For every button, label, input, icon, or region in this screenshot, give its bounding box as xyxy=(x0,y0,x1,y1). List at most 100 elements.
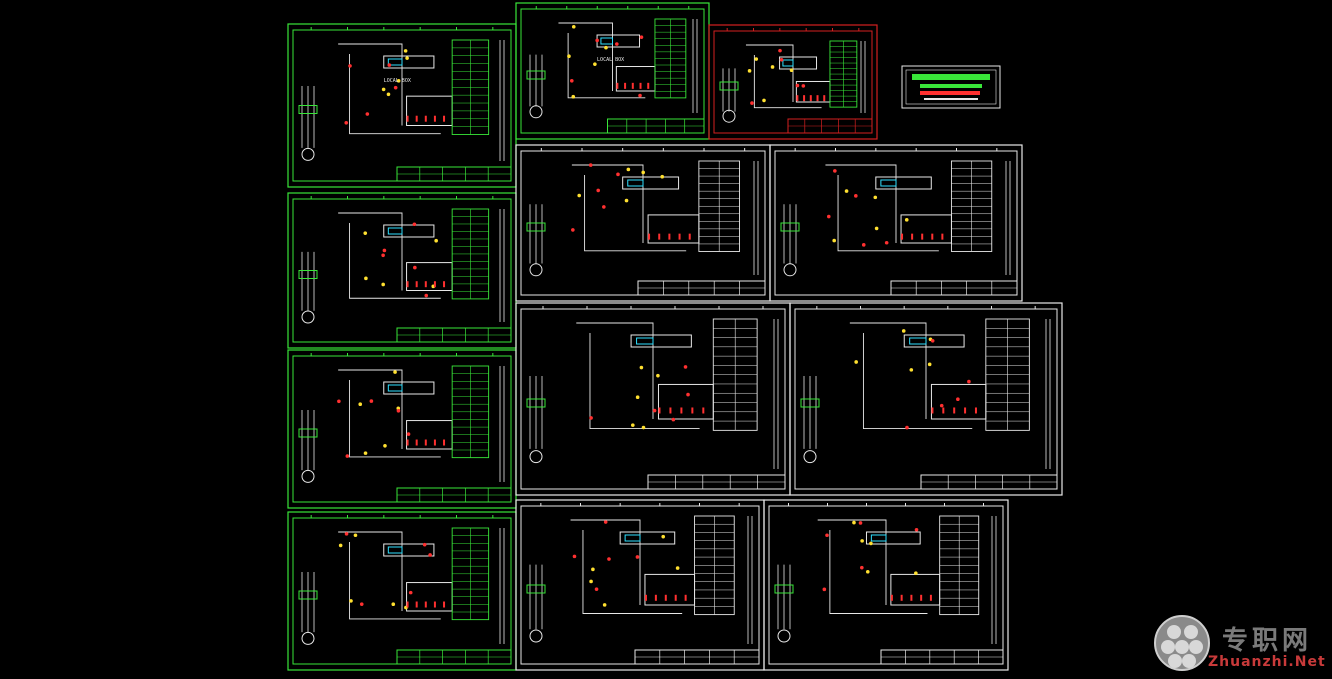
terminal-mark xyxy=(654,594,657,601)
contact-dot xyxy=(927,362,932,367)
relay-box xyxy=(865,531,921,545)
contact-dot xyxy=(914,528,919,532)
terminal-mark xyxy=(648,233,651,240)
terminal-mark xyxy=(644,594,647,601)
contact-dot xyxy=(349,599,353,603)
contact-dot xyxy=(569,79,574,83)
contact-dot xyxy=(826,214,831,219)
motor-symbol xyxy=(529,105,543,119)
module-box xyxy=(657,383,714,420)
contact-dot xyxy=(778,48,782,53)
contact-dot xyxy=(762,98,766,103)
contact-dot xyxy=(641,425,646,430)
control-wire xyxy=(558,22,613,91)
contact-dot xyxy=(874,226,879,231)
contact-dot xyxy=(338,543,343,548)
watermark-cn: 专职网 xyxy=(1222,626,1313,656)
sheet-outer-frame xyxy=(763,499,1009,671)
contact-dot xyxy=(904,218,909,222)
contact-dot xyxy=(671,417,676,422)
drawing-sheet xyxy=(515,144,771,302)
terminal-mark xyxy=(688,233,691,240)
contact-dot xyxy=(624,198,629,203)
contact-dot xyxy=(591,567,595,572)
module-box xyxy=(406,582,453,612)
contact-dot xyxy=(747,69,752,73)
contact-dot xyxy=(602,205,606,209)
contact-dot xyxy=(854,360,858,364)
contact-dot xyxy=(822,587,827,592)
contact-dot xyxy=(865,569,870,574)
watermark-en: Zhuanzhi.Net xyxy=(1208,654,1326,670)
control-wire xyxy=(837,175,939,252)
terminal-mark xyxy=(647,82,650,89)
contact-dot xyxy=(577,193,582,198)
terminal-mark xyxy=(406,115,409,122)
terminal-mark xyxy=(424,115,427,122)
contact-dot xyxy=(858,521,863,525)
relay-box xyxy=(383,543,435,557)
contact-dot xyxy=(914,571,918,575)
motor-symbol xyxy=(301,469,315,483)
contact-dot xyxy=(589,579,593,584)
contact-dot xyxy=(616,172,620,177)
breaker-symbol xyxy=(298,428,318,438)
terminal-mark xyxy=(406,439,409,446)
control-wire xyxy=(825,164,897,243)
contact-dot xyxy=(652,408,657,413)
terminal-mark xyxy=(796,95,799,102)
contact-dot xyxy=(795,83,800,88)
module-box xyxy=(890,573,941,606)
contact-dot xyxy=(434,238,438,243)
contact-dot xyxy=(428,553,432,557)
contact-dot xyxy=(860,565,864,570)
terminal-mark xyxy=(911,233,914,240)
terminal-mark xyxy=(900,594,903,601)
drawing-sheet xyxy=(287,192,517,349)
terminal-mark xyxy=(668,233,671,240)
terminal-mark xyxy=(901,233,904,240)
control-wire xyxy=(349,223,441,299)
watermark: 专职网 Zhuanzhi.Net xyxy=(1148,610,1332,679)
motor-symbol xyxy=(722,109,736,123)
terminal-mark xyxy=(974,407,977,414)
contact-dot xyxy=(789,68,794,72)
terminal-mark xyxy=(415,439,418,446)
terminal-mark xyxy=(424,601,427,608)
module-box xyxy=(406,420,453,450)
drawing-sheet: LOCAL BOX xyxy=(287,23,517,188)
contact-dot xyxy=(393,370,397,374)
breaker-symbol xyxy=(526,70,546,80)
contact-dot xyxy=(337,399,341,404)
contact-dot xyxy=(359,602,364,606)
contact-dot xyxy=(939,403,944,408)
contact-dot xyxy=(770,65,775,69)
watermark-globe-icon xyxy=(1154,615,1210,671)
contact-dot xyxy=(382,248,387,253)
contact-dot xyxy=(967,379,971,384)
breaker-symbol xyxy=(774,584,794,594)
contact-dot xyxy=(615,42,619,46)
contact-dot xyxy=(406,432,411,436)
contact-dot xyxy=(683,365,688,369)
contact-dot xyxy=(638,93,642,98)
terminal-mark xyxy=(433,281,436,288)
contact-dot xyxy=(635,555,640,559)
control-wire xyxy=(349,380,441,458)
contact-dot xyxy=(779,57,784,62)
relay-box xyxy=(630,334,692,348)
terminal-mark xyxy=(823,95,826,102)
contact-dot xyxy=(344,532,349,536)
contact-dot xyxy=(571,24,576,29)
contact-dot xyxy=(595,38,599,43)
drawing-sheet xyxy=(515,302,791,496)
relay-coil xyxy=(782,59,794,67)
contact-dot xyxy=(365,112,370,116)
motor-symbol xyxy=(529,450,543,464)
terminal-mark xyxy=(424,439,427,446)
contact-dot xyxy=(594,587,599,591)
breaker-symbol xyxy=(526,222,546,232)
contact-dot xyxy=(639,35,644,39)
terminal-mark xyxy=(433,115,436,122)
module-box xyxy=(930,383,987,420)
